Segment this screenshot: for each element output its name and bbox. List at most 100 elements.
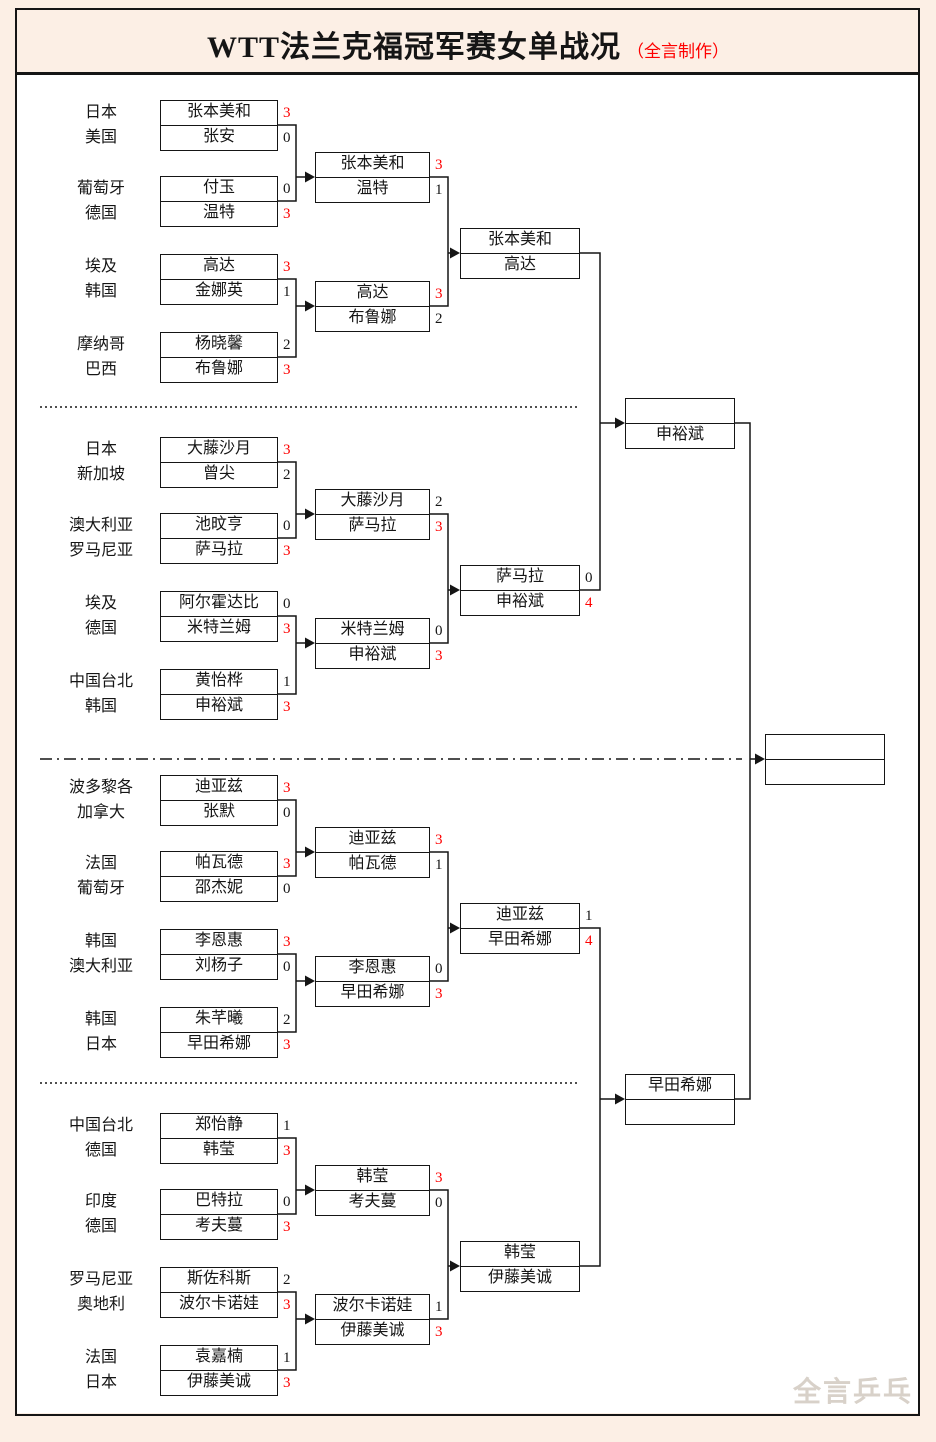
player-name: 李恩惠	[160, 929, 278, 955]
connector-line	[580, 252, 616, 591]
player-name: 萨马拉	[315, 513, 430, 540]
r32-match-11: 李恩惠 刘杨子 3 0	[160, 929, 291, 980]
country-label: 摩纳哥	[76, 336, 125, 353]
score: 2	[283, 466, 291, 483]
player-name: 李恩惠	[315, 956, 430, 982]
player-name: 帕瓦德	[315, 851, 430, 878]
qf-match-4: 韩莹 伊藤美诚	[460, 1241, 580, 1292]
player-name: 迪亚兹	[460, 903, 580, 929]
player-name	[765, 758, 885, 785]
score: 2	[435, 494, 443, 510]
connector-lines	[40, 124, 756, 1371]
r16-match-1: 张本美和 温特 3 1	[315, 152, 443, 203]
score: 3	[283, 259, 291, 275]
score: 1	[435, 181, 443, 198]
connector-arrowhead	[305, 1313, 315, 1325]
score: 4	[585, 594, 593, 611]
country-label: 波多黎各	[68, 779, 133, 796]
connector-line	[278, 1291, 306, 1371]
player-name: 高达	[315, 281, 430, 307]
player-name: 温特	[315, 176, 430, 203]
player-name: 迪亚兹	[315, 827, 430, 853]
player-name: 高达	[460, 252, 580, 279]
player-name: 韩莹	[460, 1241, 580, 1267]
country-label: 中国台北	[68, 1117, 133, 1134]
player-name: 金娜英	[160, 278, 278, 305]
r32-match-7: 阿尔霍达比 米特兰姆 0 3	[160, 591, 291, 642]
score: 3	[435, 985, 443, 1002]
country-label: 德国	[84, 620, 117, 637]
player-name: 韩莹	[315, 1165, 430, 1191]
country-label: 韩国	[84, 933, 117, 950]
score: 2	[283, 1012, 291, 1028]
country-label: 澳大利亚	[68, 958, 133, 975]
country-label: 日本	[84, 441, 117, 458]
r32-match-6: 池旼亨 萨马拉 0 3	[160, 513, 291, 564]
player-name: 温特	[160, 200, 278, 227]
r32-match-14: 巴特拉 考夫蔓 0 3	[160, 1189, 291, 1240]
country-label: 澳大利亚	[68, 517, 133, 534]
connector-line	[278, 1137, 306, 1215]
player-name: 早田希娜	[625, 1074, 735, 1100]
score: 3	[435, 832, 443, 848]
watermark: 全言乒乓	[793, 1377, 914, 1408]
score: 3	[283, 1142, 291, 1159]
player-name: 米特兰姆	[315, 618, 430, 644]
score: 3	[283, 361, 291, 378]
score: 3	[435, 1170, 443, 1186]
player-name: 张本美和	[460, 228, 580, 254]
score: 3	[435, 1323, 443, 1340]
score: 2	[435, 310, 443, 327]
score: 0	[283, 1194, 291, 1210]
score: 0	[585, 570, 593, 586]
player-name: 大藤沙月	[160, 437, 278, 463]
country-label: 巴西	[84, 361, 117, 378]
player-name: 布鲁娜	[315, 305, 430, 332]
r16-match-6: 李恩惠 早田希娜 0 3	[315, 956, 443, 1007]
score: 1	[283, 1350, 291, 1366]
player-name: 米特兰姆	[160, 615, 278, 642]
country-label: 法国	[84, 1349, 117, 1366]
player-name: 申裕斌	[625, 422, 735, 449]
r32-match-13: 郑怡静 韩莹 1 3	[160, 1113, 291, 1164]
score: 2	[283, 337, 291, 353]
player-name: 韩莹	[160, 1137, 278, 1164]
score: 3	[283, 620, 291, 637]
score: 0	[283, 958, 291, 975]
page-title: WTT法兰克福冠军赛女单战况	[206, 31, 622, 64]
title-divider	[15, 72, 920, 75]
connector-arrowhead	[450, 922, 460, 934]
sf-match-2: 早田希娜	[625, 1074, 735, 1125]
score: 3	[435, 647, 443, 664]
connector-line	[278, 953, 306, 1033]
connector-arrowhead	[615, 1093, 625, 1105]
player-name: 迪亚兹	[160, 775, 278, 801]
score: 3	[435, 518, 443, 535]
score: 3	[283, 1218, 291, 1235]
r32-match-4: 杨晓馨 布鲁娜 2 3	[160, 332, 291, 383]
score: 3	[283, 105, 291, 121]
country-label: 韩国	[84, 283, 117, 300]
score: 1	[283, 283, 291, 300]
player-name: 申裕斌	[160, 693, 278, 720]
score: 3	[283, 1296, 291, 1313]
player-name: 高达	[160, 254, 278, 280]
player-name: 布鲁娜	[160, 356, 278, 383]
country-label: 中国台北	[68, 673, 133, 690]
connector-arrowhead	[450, 247, 460, 259]
page-subtitle: （全言制作）	[627, 42, 730, 61]
connector-arrowhead	[450, 584, 460, 596]
country-label: 葡萄牙	[76, 180, 125, 197]
player-name: 萨马拉	[160, 537, 278, 564]
score: 3	[283, 205, 291, 222]
player-name: 巴特拉	[160, 1189, 278, 1215]
player-name: 萨马拉	[460, 565, 580, 591]
country-label: 埃及	[84, 595, 117, 612]
player-name: 早田希娜	[160, 1031, 278, 1058]
country-label: 德国	[84, 205, 117, 222]
country-label: 罗马尼亚	[68, 1271, 133, 1288]
connector-line	[278, 278, 306, 358]
country-label: 法国	[84, 855, 117, 872]
score: 3	[283, 1374, 291, 1391]
